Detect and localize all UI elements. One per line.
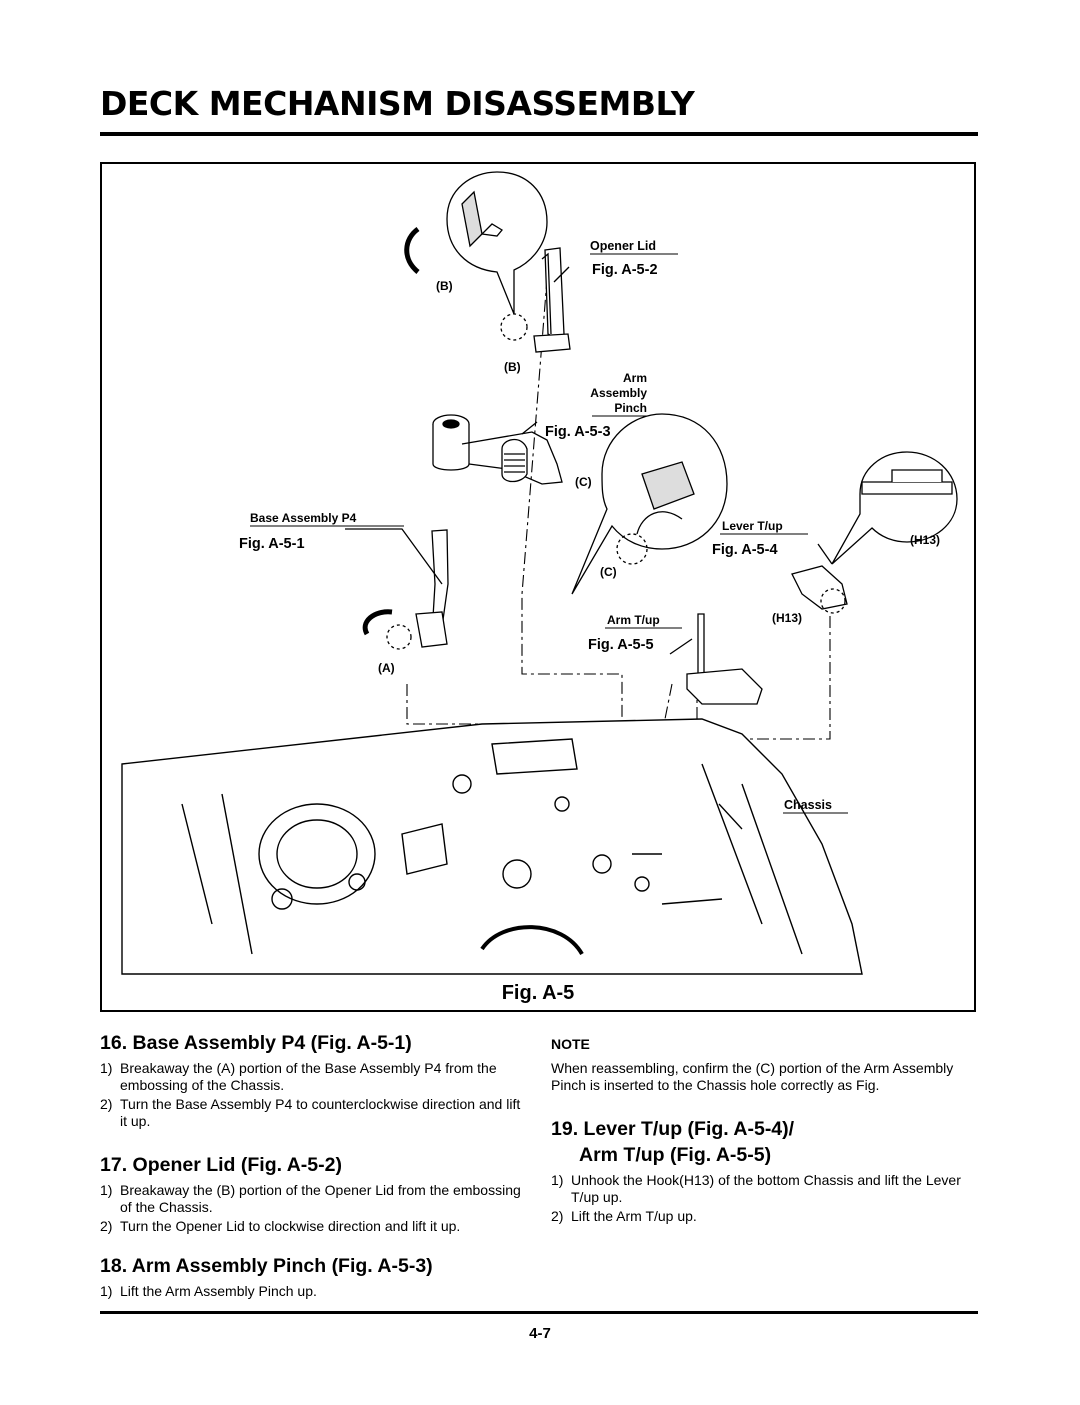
- note-heading: NOTE: [551, 1036, 590, 1052]
- b-callout-circle: [500, 313, 528, 341]
- label-h13-bottom: (H13): [772, 611, 802, 625]
- label-arm: Arm: [623, 371, 647, 385]
- section-19-steps: 1)Unhook the Hook(H13) of the bottom Cha…: [551, 1172, 979, 1225]
- label-fig-a-5-4: Fig. A-5-4: [712, 542, 778, 558]
- section-19-title-line2: Arm T/up (Fig. A-5-5): [579, 1144, 772, 1166]
- label-arm-tup: Arm T/up: [607, 613, 660, 627]
- header-rule: [100, 132, 978, 136]
- section-16-title: 16. Base Assembly P4 (Fig. A-5-1): [100, 1032, 412, 1054]
- label-assembly: Assembly: [590, 386, 647, 400]
- h13-callout-circle: [820, 588, 846, 614]
- list-item: 1)Breakaway the (B) portion of the Opene…: [100, 1182, 521, 1215]
- label-fig-a-5-1: Fig. A-5-1: [239, 536, 305, 552]
- label-fig-a-5-2: Fig. A-5-2: [592, 262, 658, 278]
- magnifier-b: [404, 171, 548, 315]
- footer-rule: [100, 1311, 978, 1314]
- base-assembly-p4-part: [362, 529, 449, 648]
- left-column: 16. Base Assembly P4 (Fig. A-5-1) 1)Brea…: [100, 1030, 530, 1302]
- section-17-steps: 1)Breakaway the (B) portion of the Opene…: [100, 1182, 530, 1235]
- label-opener-lid: Opener Lid: [590, 239, 656, 253]
- a-callout-circle: [386, 624, 412, 650]
- label-b-bottom: (B): [504, 360, 521, 374]
- section-19-title: 19. Lever T/up (Fig. A-5-4)/ Arm T/up (F…: [551, 1116, 979, 1168]
- section-18-steps: 1)Lift the Arm Assembly Pinch up.: [100, 1283, 530, 1300]
- label-chassis: Chassis: [784, 798, 832, 812]
- label-h13-top: (H13): [910, 533, 940, 547]
- chassis-part: [121, 718, 863, 975]
- list-item: 2)Lift the Arm T/up up.: [551, 1208, 697, 1224]
- arm-tup-part: [686, 613, 763, 705]
- label-pinch: Pinch: [614, 401, 647, 415]
- label-fig-a-5-3: Fig. A-5-3: [545, 424, 611, 440]
- figure-caption: Fig. A-5: [501, 982, 575, 1004]
- label-fig-a-5-5: Fig. A-5-5: [588, 637, 654, 653]
- label-a: (A): [378, 661, 395, 675]
- figure-a-5: Opener Lid Fig. A-5-2 (B) (B) Arm Assemb…: [100, 162, 976, 1012]
- page-number: 4-7: [529, 1325, 551, 1342]
- exploded-view-diagram: Opener Lid Fig. A-5-2 (B) (B) Arm Assemb…: [121, 171, 958, 975]
- leader-lines: [345, 266, 833, 830]
- right-column: NOTE When reassembling, confirm the (C) …: [551, 1030, 979, 1227]
- section-18-title: 18. Arm Assembly Pinch (Fig. A-5-3): [100, 1255, 433, 1277]
- section-16-steps: 1)Breakaway the (A) portion of the Base …: [100, 1060, 530, 1130]
- arm-assembly-pinch-part: [432, 414, 563, 485]
- label-c-top: (C): [575, 475, 592, 489]
- label-lever-tup: Lever T/up: [722, 519, 783, 533]
- section-19-title-line1: 19. Lever T/up (Fig. A-5-4)/: [551, 1118, 795, 1140]
- page-title: DECK MECHANISM DISASSEMBLY: [100, 84, 695, 123]
- opener-lid-part: [533, 247, 571, 353]
- list-item: 2)Turn the Opener Lid to clockwise direc…: [100, 1218, 461, 1234]
- list-item: 2)Turn the Base Assembly P4 to countercl…: [100, 1096, 521, 1129]
- note-body: When reassembling, confirm the (C) porti…: [551, 1060, 954, 1093]
- label-c-bottom: (C): [600, 565, 617, 579]
- magnifier-c: [571, 413, 728, 595]
- list-item: 1)Unhook the Hook(H13) of the bottom Cha…: [551, 1172, 961, 1205]
- c-callout-circle: [616, 533, 648, 565]
- magnifier-h13: [831, 451, 958, 565]
- section-17-title: 17. Opener Lid (Fig. A-5-2): [100, 1154, 342, 1176]
- list-item: 1)Lift the Arm Assembly Pinch up.: [100, 1283, 317, 1299]
- lever-tup-part: [791, 565, 848, 610]
- label-base-assembly-p4: Base Assembly P4: [250, 511, 357, 525]
- label-b-top: (B): [436, 279, 453, 293]
- list-item: 1)Breakaway the (A) portion of the Base …: [100, 1060, 497, 1093]
